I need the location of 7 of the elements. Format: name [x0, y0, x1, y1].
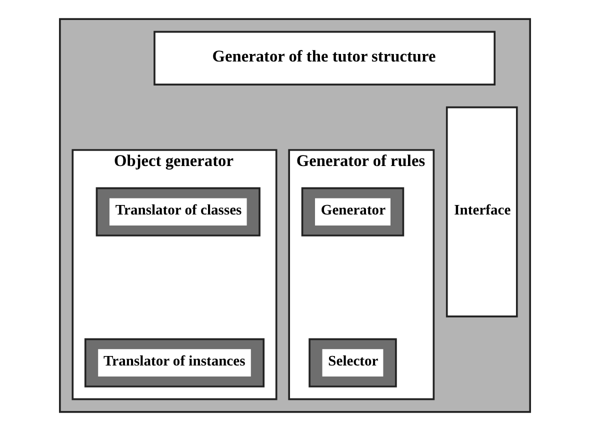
node-box: Selector — [308, 338, 396, 388]
node-box: Generator of the tutor structure — [153, 30, 496, 86]
node-box: Interface — [445, 106, 518, 318]
node-box: Generator — [300, 187, 404, 236]
node-box: Translator of classes — [95, 187, 260, 236]
cluster — [58, 18, 530, 413]
node-box: Translator of instances — [84, 338, 264, 388]
